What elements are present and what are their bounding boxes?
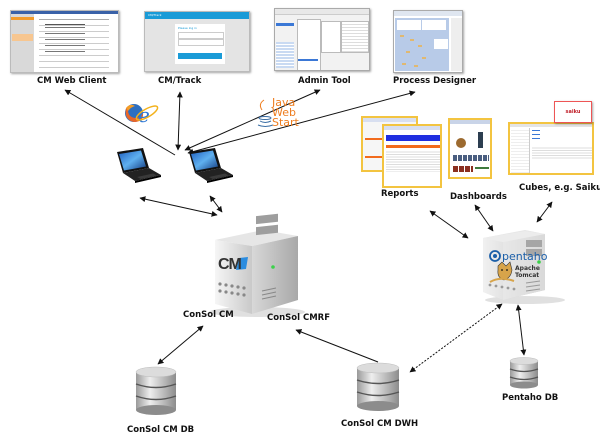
arrow-laptops-link [139,196,218,217]
jws-line-web: Web [272,106,296,119]
connections [64,89,553,373]
consol-cm-logo-text: CM [218,256,242,273]
pentaho-logo-text: pentaho [502,250,548,263]
label-consol-cm-dwh: ConSol CM DWH [341,419,419,429]
cm-track-thumb-header: CM/Track [145,12,249,19]
tomcat-logo-text: Apache Tomcat [515,265,540,279]
pentaho-server [483,230,565,304]
arrow-laptop-processdesigner [187,90,416,155]
jws-line-start: Start [272,116,299,129]
label-dashboards: Dashboards [450,192,507,202]
label-consol-cm-db: ConSol CM DB [127,425,195,435]
java-web-start-logo: Java Web Start [272,96,299,129]
cm-logo-mark [236,257,248,270]
arrow-pentaho-reports-left [429,210,469,239]
pentaho-db-icon [509,357,539,389]
saiku-logo: saiku [554,101,592,123]
arrow-laptop-cmtrack [175,91,183,151]
cm-track-thumb-title: Please log in [178,26,197,30]
consol-cm-server [209,213,305,317]
browser-icons: e [125,103,159,127]
jws-line-java: Java [272,96,296,109]
reports-screenshot-front [382,124,442,188]
tomcat-line-apache: Apache [515,265,540,272]
arrow-laptop-webclient [64,89,176,156]
process-designer-screenshot [393,10,463,73]
label-cm-web-client: CM Web Client [37,76,107,86]
internet-explorer-icon: e [135,103,159,127]
svg-text:e: e [138,103,150,127]
arrow-dwh-cmrf [295,329,379,363]
label-cubes: Cubes, e.g. Saiku [519,183,600,193]
cm-web-client-screenshot [10,10,119,73]
label-reports: Reports [381,189,419,199]
label-cm-track: CM/Track [158,76,202,86]
java-cup-icon [257,99,274,127]
arrow-pentaho-reports [474,204,494,232]
arrow-cm-cmdb [157,325,204,365]
admin-tool-screenshot [274,8,370,71]
label-admin-tool: Admin Tool [298,76,351,86]
laptop-1 [117,148,161,183]
laptop-2 [189,148,233,183]
dashboards-screenshot [448,118,492,179]
arrow-pentaho-pentahodb [515,304,527,356]
label-pentaho-db: Pentaho DB [502,393,559,403]
cm-track-screenshot: CM/Track Please log in [144,11,250,72]
label-consol-cmrf: ConSol CMRF [267,313,331,323]
arrow-pentaho-cubes [536,201,553,223]
firefox-icon [125,104,144,122]
arrow-laptop-admintool [184,89,321,151]
arrow-pentaho-dwh [409,303,503,373]
label-consol-cm: ConSol CM [183,310,234,320]
tomcat-icon [489,261,515,283]
tomcat-line-tomcat: Tomcat [515,272,540,279]
consol-cm-db-icon [135,366,177,415]
arrow-laptop2-cm [209,195,223,213]
cubes-screenshot [508,122,594,175]
label-process-designer: Process Designer [393,76,477,86]
consol-cm-dwh-icon [356,362,400,411]
pentaho-logo-icon [489,250,501,262]
